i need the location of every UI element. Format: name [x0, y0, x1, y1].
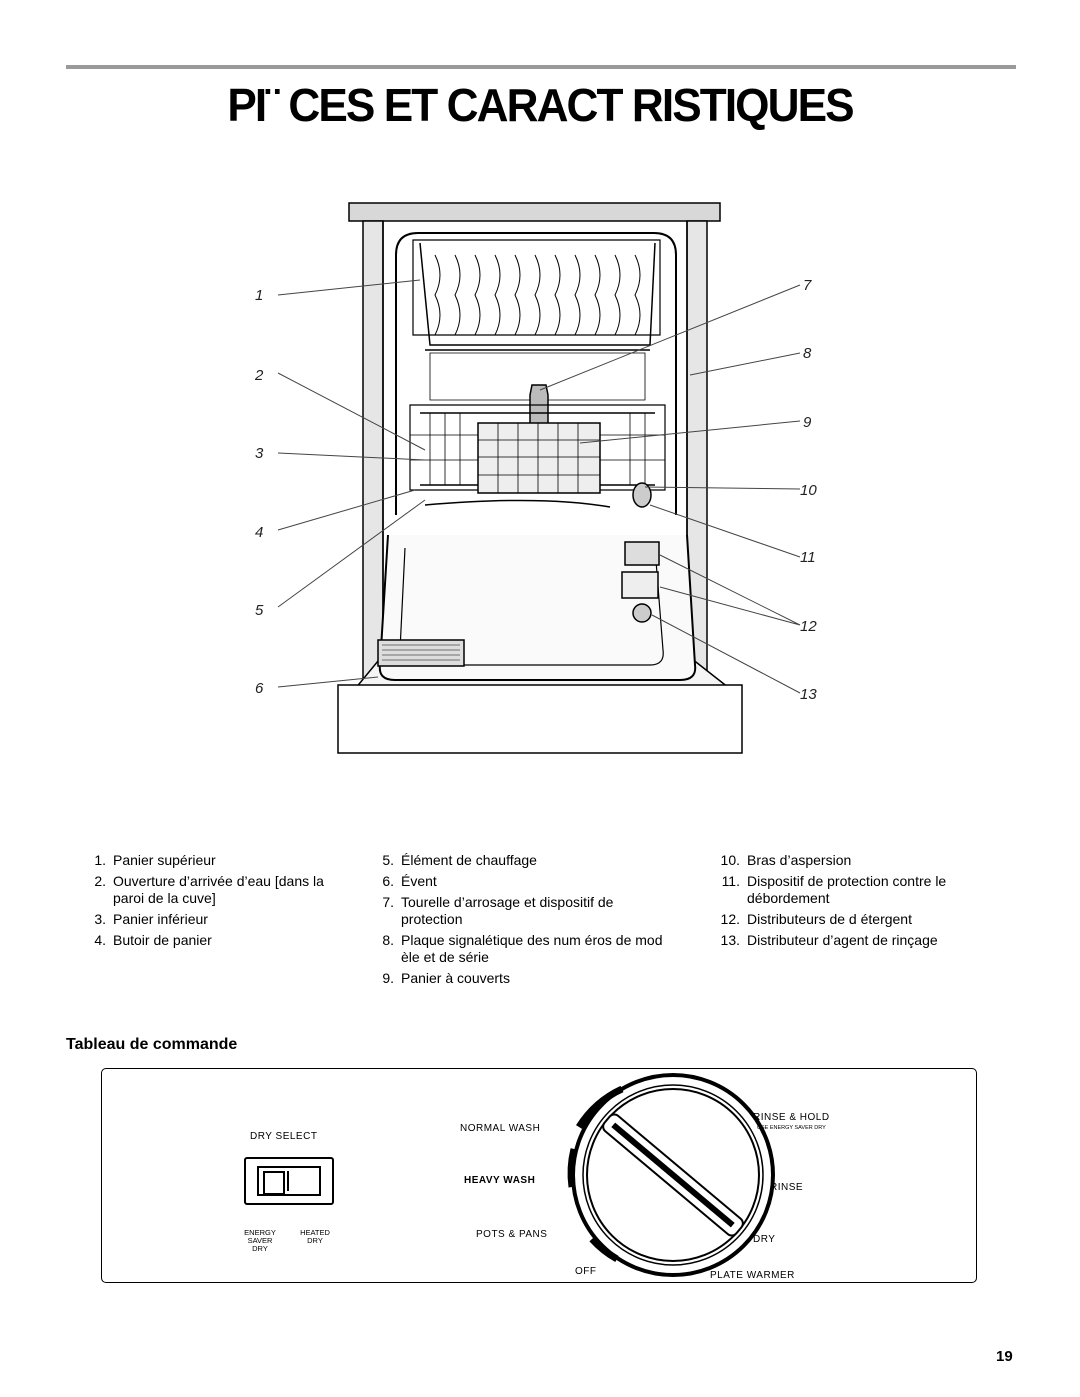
- rinse-hold-label[interactable]: RINSE & HOLD: [753, 1112, 830, 1123]
- legend-item: 10.Bras d’aspersion: [720, 852, 852, 868]
- heated-dry-label: HEATED DRY: [300, 1228, 330, 1245]
- dry-select-label: DRY SELECT: [250, 1131, 318, 1142]
- callout-11: 11: [800, 549, 816, 566]
- page-number: 19: [996, 1348, 1013, 1365]
- dial-graphic: [567, 1073, 775, 1277]
- callout-5: 5: [255, 602, 264, 619]
- legend-item: 5.Élément de chauffage: [382, 852, 537, 868]
- legend-item: 6.Évent: [382, 873, 437, 889]
- callout-1: 1: [255, 287, 263, 304]
- normal-wash-label[interactable]: NORMAL WASH: [460, 1123, 541, 1134]
- dry-select-rocker-switch[interactable]: [244, 1157, 334, 1205]
- top-rule: [66, 65, 1016, 69]
- callout-6: 6: [255, 680, 264, 697]
- rinse-label[interactable]: RINSE: [770, 1182, 804, 1193]
- callout-9: 9: [803, 414, 812, 431]
- callout-3: 3: [255, 445, 264, 462]
- control-panel-heading: Tableau de commande: [66, 1036, 238, 1053]
- use-energy-saver-dry-note: USE ENERGY SAVER DRY: [757, 1125, 826, 1131]
- callout-8: 8: [803, 345, 812, 362]
- callout-12: 12: [800, 618, 817, 635]
- dishwasher-diagram: 1 2 3 4 5 6 7 8 9 10 11 12 13: [250, 195, 840, 770]
- control-panel: DRY SELECT ENERGY SAVER DRY HEATED DRY N…: [101, 1068, 977, 1283]
- legend-column-2: 5.Élément de chauffage 6.Évent 7.Tourell…: [372, 852, 672, 991]
- energy-saver-dry-label: ENERGY SAVER DRY: [244, 1228, 276, 1253]
- legend-item: 4.Butoir de panier: [94, 932, 212, 948]
- legend-item: 7.Tourelle d’arrosage et dispositif de p…: [382, 894, 614, 927]
- legend-item: 1.Panier supérieur: [94, 852, 216, 868]
- legend-item: 2.Ouverture d’arrivée d’eau [dans la par…: [94, 873, 324, 906]
- heavy-wash-label[interactable]: HEAVY WASH: [464, 1175, 536, 1186]
- legend-column-1: 1.Panier supérieur 2.Ouverture d’arrivée…: [84, 852, 324, 953]
- legend-item: 8.Plaque signalétique des num éros de mo…: [382, 932, 663, 965]
- pots-pans-label[interactable]: POTS & PANS: [476, 1229, 548, 1240]
- callout-7: 7: [803, 277, 812, 294]
- off-label[interactable]: OFF: [575, 1266, 597, 1277]
- legend-item: 13.Distributeur d’agent de rinçage: [720, 932, 938, 948]
- callout-4: 4: [255, 524, 263, 541]
- legend-item: 9.Panier à couverts: [382, 970, 510, 986]
- dishwasher-illustration: 1 2 3 4 5 6 7 8 9 10 11 12 13: [254, 202, 817, 754]
- callout-13: 13: [800, 686, 817, 703]
- legend-item: 3.Panier inférieur: [94, 911, 208, 927]
- rocker-face: [257, 1166, 321, 1196]
- plate-warmer-label[interactable]: PLATE WARMER: [710, 1270, 795, 1281]
- legend-item: 11.Dispositif de protection contre le dé…: [721, 873, 947, 906]
- callout-10: 10: [800, 482, 817, 499]
- legend-column-3: 10.Bras d’aspersion 11.Dispositif de pro…: [708, 852, 978, 953]
- callout-2: 2: [254, 367, 264, 384]
- legend-item: 12.Distributeurs de d étergent: [720, 911, 912, 927]
- page-title: PI¨ CES ET CARACT RISTIQUES: [227, 79, 854, 131]
- dry-label[interactable]: DRY: [753, 1234, 776, 1245]
